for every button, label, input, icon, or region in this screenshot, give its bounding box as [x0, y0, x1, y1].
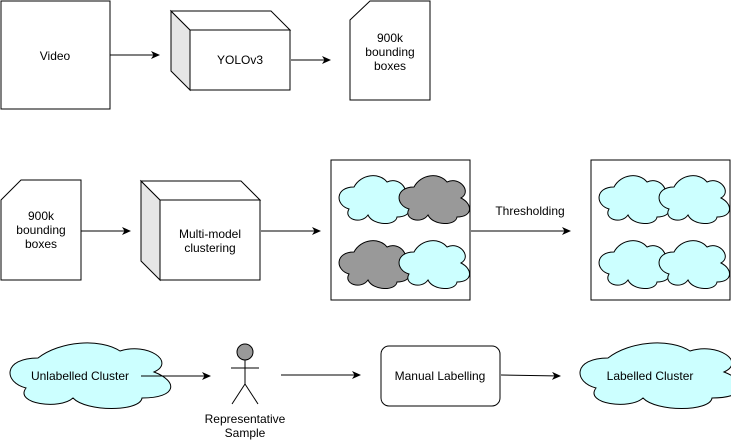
labelled-cluster-label: Labelled Cluster [607, 369, 694, 383]
bbox-doc-mid-line3: boxes [25, 237, 57, 251]
video-label: Video [40, 49, 71, 63]
yolo-cube [169, 9, 292, 92]
representative-sample-line1: Representative [205, 412, 286, 426]
bbox-doc-mid-line1: 900k [28, 209, 55, 223]
unlabelled-cluster-label: Unlabelled Cluster [31, 369, 129, 383]
actor-head [236, 343, 254, 361]
bbox-doc-mid-line2: bounding [16, 223, 65, 237]
representative-sample-line2: Sample [225, 426, 266, 440]
bbox-doc-top-line1: 900k [377, 31, 404, 45]
bbox-document-top [349, 0, 431, 101]
clustering-label-line2: clustering [184, 241, 235, 255]
bbox-doc-top-line3: boxes [374, 59, 406, 73]
bbox-document-mid [0, 179, 82, 281]
thresholding-label: Thresholding [495, 204, 564, 218]
bbox-doc-top-line2: bounding [365, 45, 414, 59]
arrow-labelling-to-labelled [500, 371, 561, 380]
clustering-cube [139, 179, 262, 282]
video-box [0, 0, 111, 110]
representative-sample-actor [231, 343, 259, 405]
clustering-label-line1: Multi-model [179, 227, 241, 241]
manual-labelling-box [380, 345, 501, 407]
manual-labelling-label: Manual Labelling [395, 369, 486, 383]
yolo-label: YOLOv3 [217, 53, 263, 67]
